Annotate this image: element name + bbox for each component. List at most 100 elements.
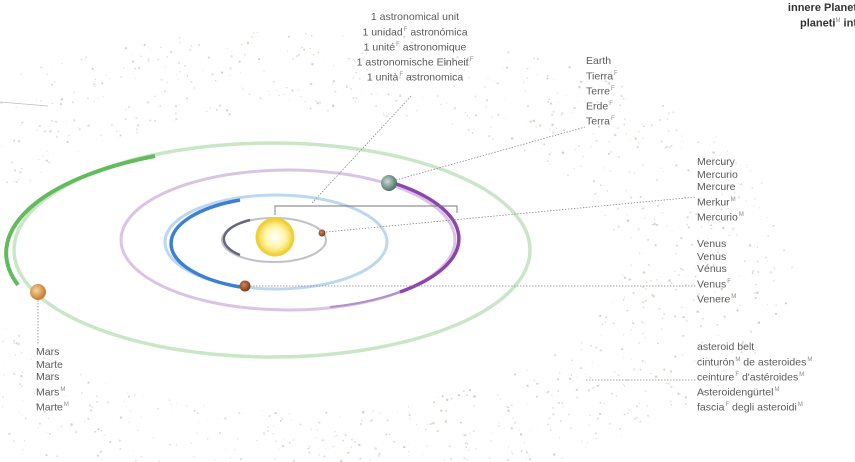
asteroid-dot xyxy=(528,454,530,456)
asteroid-dot xyxy=(571,111,574,113)
asteroid-dot xyxy=(250,35,252,37)
asteroid-dot xyxy=(51,92,53,94)
asteroid-dot xyxy=(256,31,259,33)
asteroid-dot xyxy=(124,118,127,120)
asteroid-dot xyxy=(388,113,390,115)
asteroid-dot xyxy=(136,429,139,432)
asteroid-dot xyxy=(20,125,22,126)
asteroid-dot xyxy=(647,263,650,267)
asteroid-dot xyxy=(50,119,53,123)
asteroid-dot xyxy=(668,146,671,149)
asteroid-dot xyxy=(523,149,526,152)
asteroid-dot xyxy=(33,392,36,395)
asteroid-dot xyxy=(97,428,100,431)
asteroid-dot xyxy=(489,440,492,443)
asteroid-dot xyxy=(671,230,673,232)
asteroid-dot xyxy=(453,81,455,83)
asteroid-dot xyxy=(739,275,741,277)
asteroid-dot xyxy=(427,423,429,425)
asteroid-dot xyxy=(444,62,447,65)
asteroid-dot xyxy=(754,292,756,295)
asteroid-dot xyxy=(164,90,166,93)
asteroid-dot xyxy=(764,256,768,259)
asteroid-dot xyxy=(382,57,384,60)
asteroid-dot xyxy=(680,306,683,309)
au-label-line: 1 unidadF astronómica xyxy=(362,26,468,38)
asteroid-dot xyxy=(644,299,647,302)
asteroid-dot xyxy=(190,81,193,84)
asteroid-dot xyxy=(131,60,135,63)
asteroid-dot xyxy=(272,433,274,435)
asteroid-dot xyxy=(736,234,738,236)
leader-lines xyxy=(37,94,697,381)
asteroid-dot xyxy=(712,151,715,154)
asteroid-dot xyxy=(654,244,657,247)
asteroid-dot xyxy=(370,93,373,96)
asteroid-dot xyxy=(622,299,625,301)
asteroid-dot xyxy=(130,410,132,412)
asteroid-dot xyxy=(229,67,232,70)
asteroid-dot xyxy=(175,117,178,121)
asteroid-dot xyxy=(84,420,86,422)
asteroid-dot xyxy=(456,56,459,59)
asteroid-dot xyxy=(626,219,630,222)
asteroid-dot xyxy=(655,223,659,227)
asteroid-dot xyxy=(773,267,776,269)
asteroid-dot xyxy=(469,432,471,435)
asteroid-dot xyxy=(110,124,113,127)
asteroid-dot xyxy=(496,82,499,85)
asteroid-dot xyxy=(379,412,381,414)
asteroid-dot xyxy=(49,433,51,435)
asteroid-dot xyxy=(539,124,542,126)
asteroid-dot xyxy=(532,119,536,123)
asteroid-dot xyxy=(387,93,390,96)
asteroid-dot xyxy=(275,440,277,443)
asteroid-dot xyxy=(697,141,700,144)
asteroid-dot xyxy=(409,418,411,420)
asteroid-dot xyxy=(707,237,709,240)
asteroid-dot xyxy=(507,51,510,54)
asteroid-dot xyxy=(299,423,302,426)
mercury-orbit-highlight xyxy=(222,218,251,257)
asteroid-dot xyxy=(451,122,454,125)
asteroid-dot xyxy=(317,453,320,456)
asteroid-dot xyxy=(291,89,294,92)
asteroid-dot xyxy=(654,202,656,204)
asteroid-dot xyxy=(638,131,640,133)
asteroid-dot xyxy=(45,454,48,457)
asteroid-dot xyxy=(236,438,239,440)
asteroid-dot xyxy=(646,238,650,242)
asteroid-dot xyxy=(347,57,350,60)
asteroid-dot xyxy=(526,77,528,80)
asteroid-dot xyxy=(633,172,636,174)
asteroid-dot xyxy=(658,118,661,122)
asteroid-dot xyxy=(68,134,71,137)
asteroid-dot xyxy=(756,246,759,248)
asteroid-dot xyxy=(209,106,212,109)
asteroid-dot xyxy=(139,55,142,58)
asteroid-dot xyxy=(533,57,536,60)
venus-label-line: VenereM xyxy=(697,293,737,305)
asteroid-dot xyxy=(643,198,645,200)
asteroid-dot xyxy=(229,457,231,459)
asteroid-dot xyxy=(707,221,709,223)
asteroid-dot xyxy=(757,321,761,324)
asteroid-dot xyxy=(608,422,611,425)
asteroid-dot xyxy=(603,402,606,405)
asteroid-dot xyxy=(559,372,561,374)
asteroid-dot xyxy=(689,211,692,214)
asteroid-dot xyxy=(105,74,107,76)
asteroid-dot xyxy=(445,64,447,66)
asteroid-dot xyxy=(708,184,710,186)
asteroid-dot xyxy=(552,110,555,113)
asteroid-dot xyxy=(547,423,549,426)
asteroid-dot xyxy=(553,79,555,81)
asteroid-dot xyxy=(684,396,688,399)
asteroid-dot xyxy=(600,334,602,336)
asteroid-dot xyxy=(468,389,472,392)
asteroid-dot xyxy=(642,138,644,139)
asteroid-dot xyxy=(54,120,58,124)
asteroid-dot xyxy=(660,328,663,331)
asteroid-dot xyxy=(196,432,198,434)
asteroid-dot xyxy=(617,380,620,382)
